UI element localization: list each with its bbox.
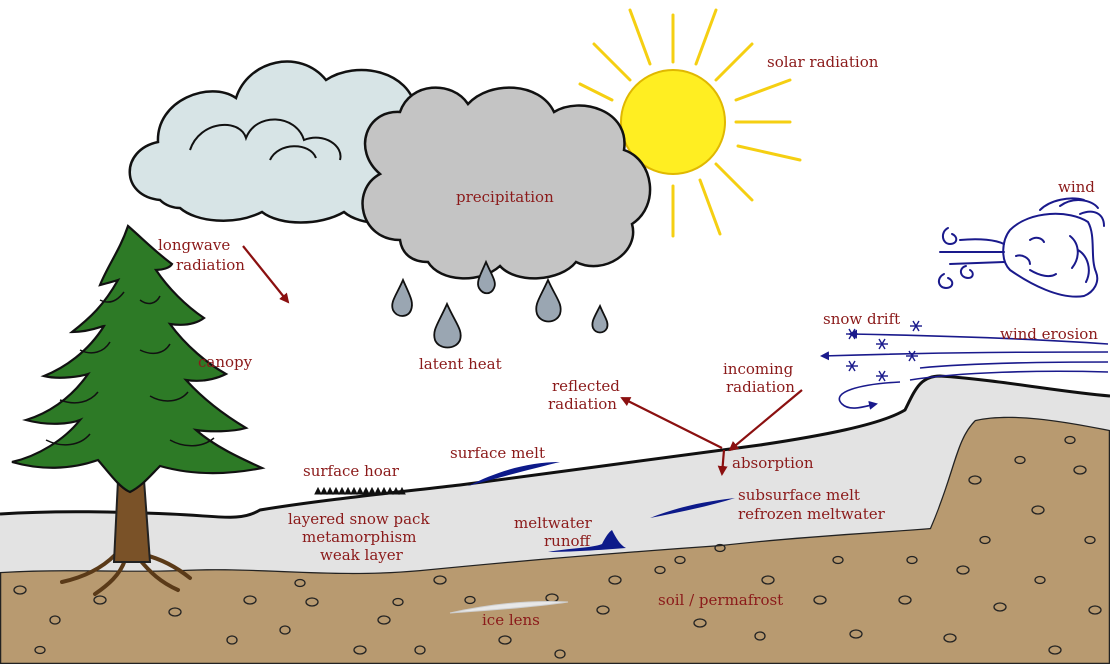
label-latent-heat: latent heat <box>419 355 502 373</box>
surface-hoar-crystals <box>314 486 406 496</box>
wind-face-icon <box>938 197 1105 298</box>
sun <box>620 69 726 175</box>
tree-canopy <box>11 224 266 494</box>
soil-pebbles <box>13 435 1102 659</box>
reflected-radiation-arrow <box>620 397 723 449</box>
label-snow-drift: snow drift <box>823 310 900 328</box>
label-absorption: absorption <box>732 454 814 472</box>
label-subsurface-melt: subsurface melt <box>738 486 860 504</box>
incoming-radiation-arrow <box>728 389 803 452</box>
snow-layer <box>0 376 1110 573</box>
label-refrozen-meltwater: refrozen meltwater <box>738 505 886 523</box>
label-wind: wind <box>1058 178 1095 196</box>
raindrops <box>391 259 609 349</box>
tree-roots <box>60 553 192 596</box>
label-metamorphism: metamorphism <box>302 528 416 546</box>
label-precipitation: precipitation <box>456 188 554 206</box>
snowflakes <box>846 320 922 382</box>
longwave-radiation-arrow <box>242 245 290 304</box>
label-surface-hoar: surface hoar <box>303 462 400 480</box>
label-longwave-line2: radiation <box>176 256 245 274</box>
label-canopy: canopy <box>198 353 253 371</box>
label-meltwater-line1: meltwater <box>514 514 593 532</box>
meltwater-runoff-blob <box>548 530 626 552</box>
label-incoming-line1: incoming <box>723 360 794 378</box>
label-incoming-line2: radiation <box>726 378 795 396</box>
tree-trunk <box>112 479 152 563</box>
sun-rays <box>558 8 802 238</box>
label-meltwater-line2: runoff <box>544 532 592 550</box>
label-soil-permafrost: soil / permafrost <box>658 591 783 609</box>
absorption-arrow <box>717 449 728 476</box>
wind-streamlines <box>820 329 1109 410</box>
tree <box>11 224 266 596</box>
cloud-dark <box>361 86 652 280</box>
label-longwave-line1: longwave <box>158 236 230 254</box>
label-wind-erosion: wind erosion <box>1000 325 1098 343</box>
label-ice-lens: ice lens <box>482 611 540 629</box>
ice-lens <box>449 600 569 614</box>
label-surface-melt: surface melt <box>450 444 545 462</box>
label-reflected-line1: reflected <box>552 377 620 395</box>
label-solar-radiation: solar radiation <box>767 53 879 71</box>
subsurface-melt-lens <box>650 498 735 518</box>
label-reflected-line2: radiation <box>548 395 617 413</box>
label-layered-snow-pack: layered snow pack <box>288 510 430 528</box>
label-weak-layer: weak layer <box>320 546 404 564</box>
